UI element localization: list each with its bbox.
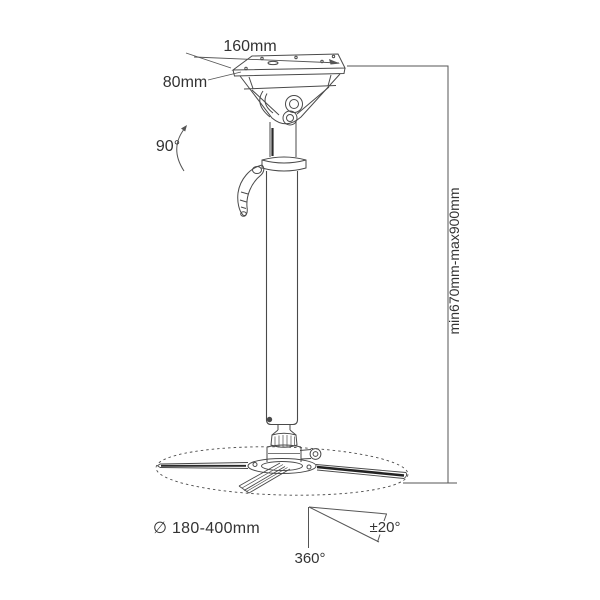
plate-depth-label: 80mm	[163, 74, 207, 91]
clamp-lever	[237, 164, 265, 217]
arm-span-diameter-label: ∅ 180-400mm	[153, 520, 260, 537]
dim-height-range	[347, 65, 457, 484]
spider-arms	[156, 462, 408, 494]
dim-arrow	[329, 59, 340, 65]
dim-plate-depth	[207, 71, 242, 81]
side-knob	[299, 449, 312, 451]
tilt-bracket	[239, 73, 341, 126]
arc-arrowhead	[181, 125, 187, 132]
inner-pole	[269, 122, 297, 157]
dim-tilt-rotation-figure	[308, 506, 388, 548]
plate-width-label: 160mm	[223, 38, 276, 55]
extension-tube	[265, 171, 299, 426]
tube-screw	[266, 416, 273, 423]
tilt-range-label: ±20°	[370, 519, 401, 536]
ball-joint	[266, 424, 322, 462]
ceiling-plate	[231, 53, 346, 77]
rotation-range-label: 360°	[294, 550, 325, 567]
height-range-label: min670mm-max900mm	[446, 187, 462, 334]
dim-swivel-arc	[176, 125, 187, 172]
rotation-circle	[155, 446, 409, 496]
dim-plate-width	[185, 52, 340, 69]
mounting-hub	[247, 458, 317, 474]
height-clamp-collar	[261, 156, 307, 172]
swivel-angle-label: 90°	[156, 138, 180, 155]
